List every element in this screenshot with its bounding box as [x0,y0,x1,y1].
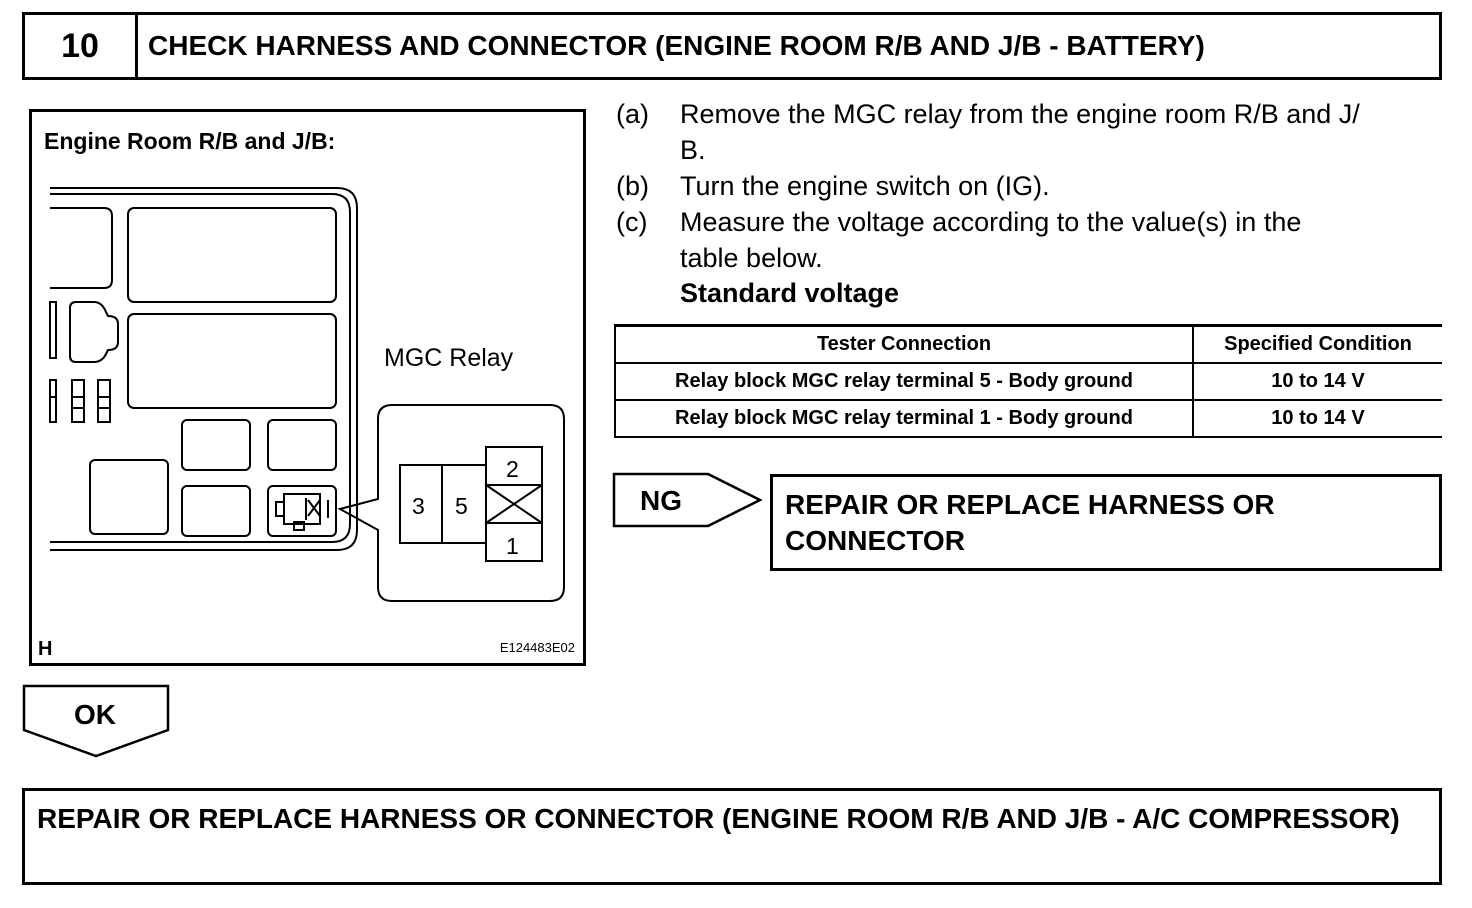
relay-slot-small-4 [181,485,251,537]
block-outline-inner [50,193,351,543]
table-header: Tester Connection [614,324,1194,364]
relay-block-figure: 3 5 2 1 Engine Room R/B and J/B: MGC Rel… [29,109,586,666]
ok-tag-label: OK [74,699,116,730]
illustration-id: E124483E02 [499,640,575,655]
instruction-letter: (c) [616,207,648,237]
instruction-a-cont: B. [680,135,706,165]
terminal-3: 3 [412,493,425,519]
ng-arrow-tag [612,472,763,528]
fuse-slot-2 [71,379,85,423]
table-cell: 10 to 14 V [1192,362,1442,401]
instruction-text: Remove the MGC relay from the engine roo… [680,99,1360,129]
relay-slot-small-2 [267,419,337,471]
relay-block-diagram: 3 5 2 1 [49,187,565,602]
relay-label: MGC Relay [384,344,514,372]
instruction-c-cont: table below. [680,243,823,273]
partial-cell-mid [49,301,57,359]
connector-outline [69,301,119,363]
step-number: 10 [25,15,138,77]
standard-label: Standard voltage [680,278,900,308]
table-cell: Relay block MGC relay terminal 1 - Body … [614,399,1194,438]
ng-tag-label: NG [640,485,682,516]
instruction-c: (c) Measure the voltage according to the … [616,204,1301,240]
fuse-slot-3 [97,379,111,423]
terminal-5: 5 [455,493,468,519]
callout-bubble [337,404,565,602]
terminal-2: 2 [506,456,519,482]
table-row: Relay block MGC relay terminal 1 - Body … [614,399,1442,438]
fuse-slot-1 [49,379,57,423]
mgc-relay-slot [267,485,337,537]
instruction-a: (a) Remove the MGC relay from the engine … [616,96,1360,132]
instruction-text: Measure the voltage according to the val… [680,207,1302,237]
block-outline-outer [50,187,358,551]
instruction-letter: (a) [616,99,649,129]
terminal-cross-2 [485,484,543,524]
spec-table: Tester Connection Specified Condition Re… [614,324,1442,438]
ng-result-box: REPAIR OR REPLACE HARNESS OR CONNECTOR [770,474,1442,571]
relay-slot-large-1 [127,207,337,303]
ok-result-box: REPAIR OR REPLACE HARNESS OR CONNECTOR (… [22,788,1442,885]
step-header: 10 CHECK HARNESS AND CONNECTOR (ENGINE R… [22,12,1442,80]
table-header: Specified Condition [1192,324,1442,364]
figure-corner-mark: H [38,638,53,660]
terminal-1: 1 [506,533,519,559]
relay-slot-small-3 [89,459,169,535]
instruction-b: (b) Turn the engine switch on (IG). [616,168,1050,204]
table-row: Relay block MGC relay terminal 5 - Body … [614,362,1442,401]
ng-result-text: REPAIR OR REPLACE HARNESS OR CONNECTOR [785,489,1275,556]
relay-slot-large-2 [127,313,337,409]
figure-caption: Engine Room R/B and J/B: [44,128,336,154]
ok-result-text: REPAIR OR REPLACE HARNESS OR CONNECTOR (… [37,803,1400,834]
relay-slot-small-1 [181,419,251,471]
table-cell: Relay block MGC relay terminal 5 - Body … [614,362,1194,401]
instruction-text: Turn the engine switch on (IG). [680,171,1050,201]
ok-arrow-tag [22,684,170,758]
step-title: CHECK HARNESS AND CONNECTOR (ENGINE ROOM… [148,30,1205,61]
table-header-row: Tester Connection Specified Condition [614,324,1442,364]
partial-cell-top [50,207,113,289]
table-cell: 10 to 14 V [1192,399,1442,438]
instruction-letter: (b) [616,171,649,201]
